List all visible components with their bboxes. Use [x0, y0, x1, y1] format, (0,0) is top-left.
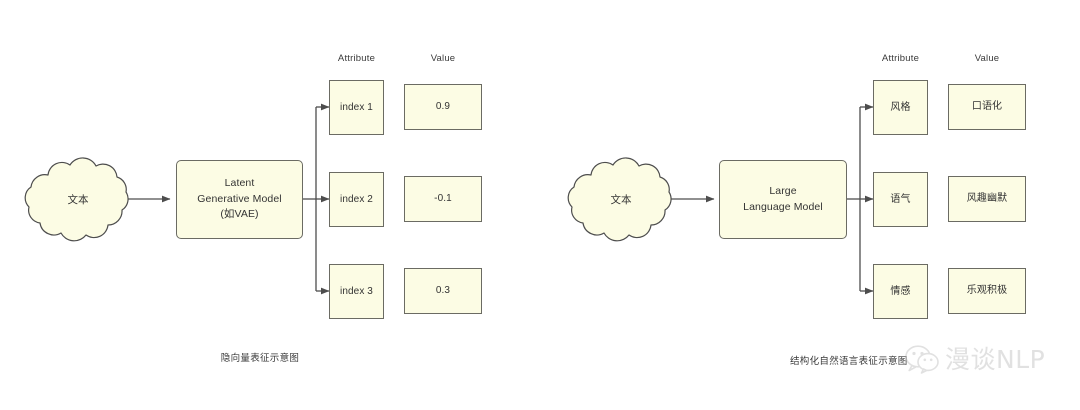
column-header-value-right: Value: [974, 53, 1000, 64]
text-source-cloud-right[interactable]: 文本: [561, 153, 681, 245]
attribute-box-left-3[interactable]: index 3: [329, 264, 384, 319]
value-box-right-2[interactable]: 风趣幽默: [948, 176, 1026, 222]
value-label-right-2: 风趣幽默: [966, 193, 1008, 205]
watermark: 漫谈NLP: [905, 344, 1045, 374]
column-header-value-left: Value: [430, 53, 456, 64]
panel-caption-left: 隐向量表征示意图: [220, 353, 300, 364]
panel-caption-right: 结构化自然语言表征示意图: [790, 356, 908, 367]
value-box-right-1[interactable]: 口语化: [948, 84, 1026, 130]
attribute-box-left-1[interactable]: index 1: [329, 80, 384, 135]
cloud-shape-icon: [567, 157, 672, 242]
attribute-box-right-2[interactable]: 语气: [873, 172, 928, 227]
value-label-right-1: 口语化: [971, 101, 1003, 113]
model-box-left[interactable]: Latent Generative Model (如VAE): [176, 160, 303, 239]
attribute-box-left-2[interactable]: index 2: [329, 172, 384, 227]
cloud-shape-icon: [24, 157, 129, 242]
value-box-right-3[interactable]: 乐观积极: [948, 268, 1026, 314]
attribute-box-right-3[interactable]: 情感: [873, 264, 928, 319]
attribute-label-right-1: 风格: [890, 101, 911, 113]
model-label-left: Latent Generative Model (如VAE): [197, 176, 282, 221]
column-header-attribute-right: Attribute: [881, 53, 920, 64]
text-source-label-right: 文本: [610, 193, 632, 206]
value-box-left-1[interactable]: 0.9: [404, 84, 482, 130]
attribute-label-left-3: index 3: [340, 285, 373, 297]
model-label-right: Large Language Model: [743, 184, 823, 213]
value-box-left-3[interactable]: 0.3: [404, 268, 482, 314]
value-label-left-3: 0.3: [435, 285, 451, 297]
attribute-label-right-2: 语气: [890, 193, 911, 205]
attribute-label-left-2: index 2: [340, 193, 373, 205]
value-label-left-2: -0.1: [434, 193, 452, 205]
attribute-label-left-1: index 1: [340, 101, 373, 113]
watermark-text: 漫谈NLP: [945, 344, 1046, 374]
model-box-right[interactable]: Large Language Model: [719, 160, 847, 239]
attribute-box-right-1[interactable]: 风格: [873, 80, 928, 135]
text-source-cloud-left[interactable]: 文本: [18, 153, 138, 245]
wechat-icon: [905, 345, 939, 374]
attribute-label-right-3: 情感: [890, 285, 911, 297]
value-label-right-3: 乐观积极: [966, 285, 1008, 297]
value-box-left-2[interactable]: -0.1: [404, 176, 482, 222]
column-header-attribute-left: Attribute: [337, 53, 376, 64]
text-source-label-left: 文本: [67, 193, 89, 206]
value-label-left-1: 0.9: [435, 101, 451, 113]
